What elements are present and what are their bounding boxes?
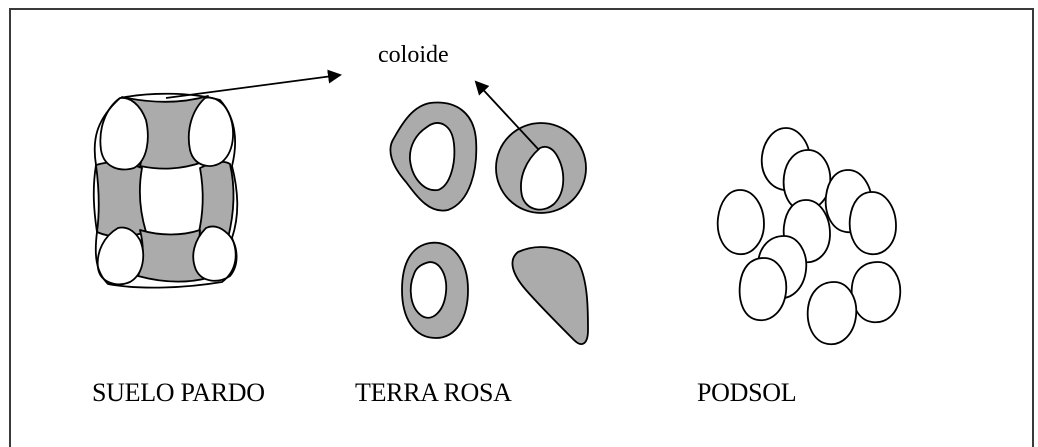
grain	[718, 190, 764, 254]
suelo-pardo-aggregate	[94, 75, 340, 288]
panel-label-terra-rosa: TERRA ROSA	[355, 378, 512, 408]
podsol-grains	[718, 128, 901, 344]
grain	[808, 282, 857, 344]
grain	[850, 192, 896, 254]
grain	[411, 262, 447, 318]
colloid-callout-label: coloide	[378, 42, 449, 70]
grain	[98, 228, 143, 285]
panel-label-podsol: PODSOL	[697, 378, 796, 408]
terra-rosa-aggregates	[390, 82, 588, 344]
colloid-lump	[512, 247, 588, 344]
grain	[852, 262, 901, 322]
colloid-bridge-left	[96, 162, 146, 236]
colloid-callout-arrow	[166, 75, 340, 98]
grain	[740, 258, 787, 320]
panel-label-suelo-pardo: SUELO PARDO	[92, 378, 265, 408]
grain	[100, 98, 147, 170]
